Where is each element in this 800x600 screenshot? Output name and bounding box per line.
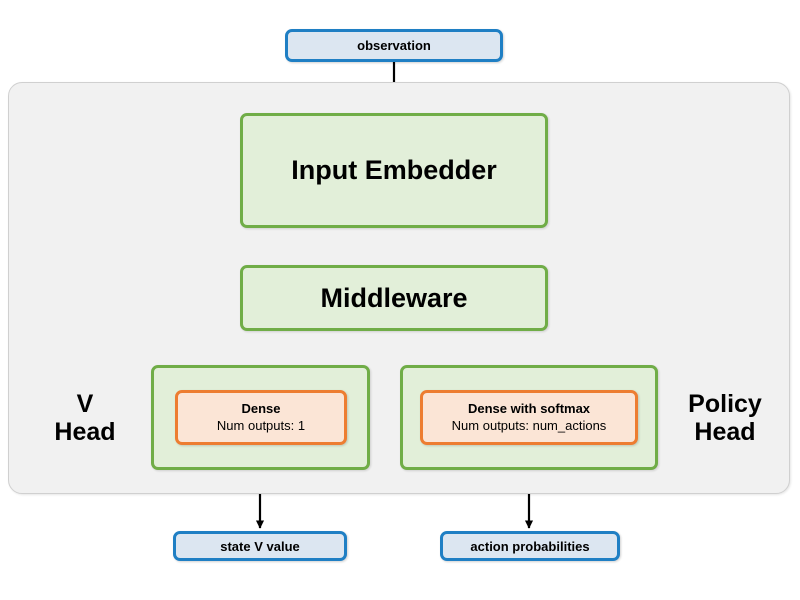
node-dense-policy-head[interactable]: Dense with softmax Num outputs: num_acti… [420, 390, 638, 445]
node-observation[interactable]: observation [285, 29, 503, 62]
action-probabilities-label: action probabilities [470, 538, 590, 554]
node-input-embedder[interactable]: Input Embedder [240, 113, 548, 228]
node-middleware[interactable]: Middleware [240, 265, 548, 331]
node-state-v-value[interactable]: state V value [173, 531, 347, 561]
middleware-label: Middleware [320, 282, 468, 313]
dense-policy-head-subtitle: Num outputs: num_actions [451, 417, 607, 433]
observation-label: observation [357, 38, 431, 53]
dense-v-head-subtitle: Num outputs: 1 [216, 417, 306, 433]
dense-policy-head-title: Dense with softmax [467, 401, 591, 417]
node-action-probabilities[interactable]: action probabilities [440, 531, 620, 561]
v-head-label: V Head [54, 390, 116, 446]
policy-head-label: Policy Head [688, 390, 762, 446]
node-dense-v-head[interactable]: Dense Num outputs: 1 [175, 390, 347, 445]
dense-v-head-title: Dense [241, 401, 281, 417]
input-embedder-label: Input Embedder [291, 155, 497, 185]
state-v-value-label: state V value [220, 538, 300, 554]
